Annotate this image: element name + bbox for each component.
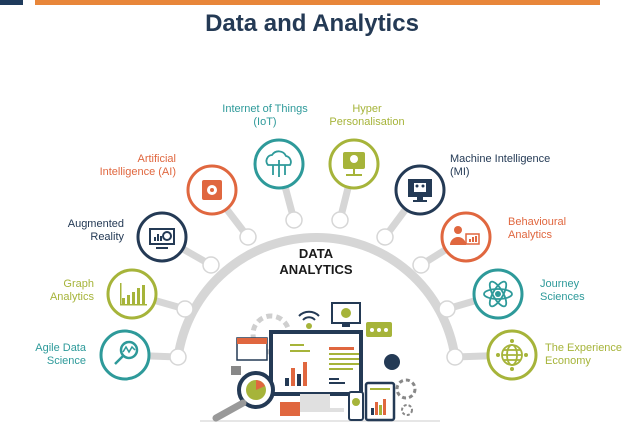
magnifier-chart-icon xyxy=(99,329,151,381)
corner-block xyxy=(0,0,23,5)
center-title: DATA ANALYTICS xyxy=(266,246,366,278)
arc-nodes xyxy=(169,211,464,366)
label-internet-of-things: Internet of Things(IoT) xyxy=(222,103,308,128)
arc-path xyxy=(173,233,460,358)
center-title-line2: ANALYTICS xyxy=(279,262,353,277)
accent-bar xyxy=(35,0,600,5)
label-machine-intelligence: Machine Intelligence(MI) xyxy=(450,153,551,178)
center-title-line1: DATA xyxy=(298,246,334,261)
page-title: Data and Analytics xyxy=(205,10,419,37)
dashboard-illustration xyxy=(200,302,440,422)
